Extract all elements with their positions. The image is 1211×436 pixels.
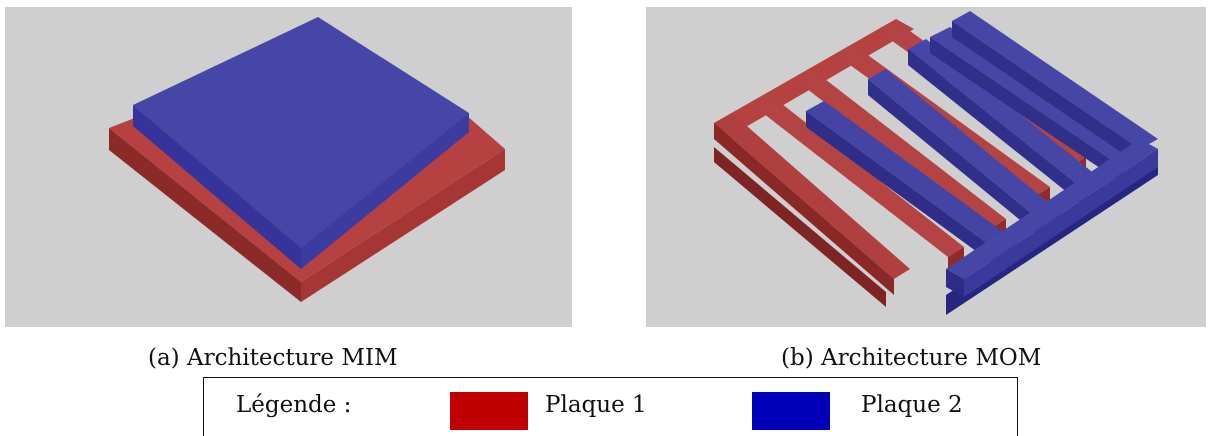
mom-capacitor-diagram <box>714 11 1158 315</box>
caption-figure-a: (a) Architecture MIM <box>148 345 398 371</box>
plate2-finger-1-side <box>806 111 1006 273</box>
figure-b-mom-render <box>646 7 1206 327</box>
plate1-finger-2 <box>750 93 964 257</box>
plate1-side-right <box>301 149 505 302</box>
caption-figure-b: (b) Architecture MOM <box>781 345 1042 371</box>
plate2-finger-1 <box>806 101 1024 257</box>
legend-label-plaque-2: Plaque 2 <box>861 392 963 418</box>
plate2-finger-5 <box>952 11 1158 149</box>
plate1-finger-1-side <box>714 123 894 295</box>
legend-box: Légende : Plaque 1 Plaque 2 <box>203 377 1018 436</box>
plate2-finger-4-side <box>930 37 1122 183</box>
plate2-spine-side <box>946 269 964 297</box>
plate2-finger-3 <box>908 39 1106 193</box>
plate1-lower-layer <box>714 147 886 307</box>
plate2-finger-3-side <box>908 49 1088 209</box>
plate2-finger-5-side <box>952 21 1140 165</box>
plate1-finger-1 <box>714 113 910 279</box>
plate2-top <box>133 17 469 248</box>
legend-label-plaque-1: Plaque 1 <box>545 392 647 418</box>
plate1-side-left <box>109 128 301 302</box>
plate2-spine <box>946 139 1158 279</box>
legend-swatch-plaque-1 <box>450 392 528 430</box>
plate2-comb <box>806 11 1158 297</box>
legend-title: Légende : <box>236 392 352 418</box>
legend-swatch-plaque-2 <box>752 392 830 430</box>
plate2-finger-2-side <box>868 79 1048 243</box>
mim-capacitor-diagram <box>109 17 505 302</box>
plate2-finger-2 <box>868 69 1066 227</box>
plate2-side-right <box>301 113 469 269</box>
plate1-finger-3 <box>794 69 1006 229</box>
plate2-finger-4 <box>930 27 1140 167</box>
figure-a-mim-render <box>5 7 572 327</box>
plate2-side-left <box>133 105 301 269</box>
plate2-spine-front <box>964 149 1158 297</box>
